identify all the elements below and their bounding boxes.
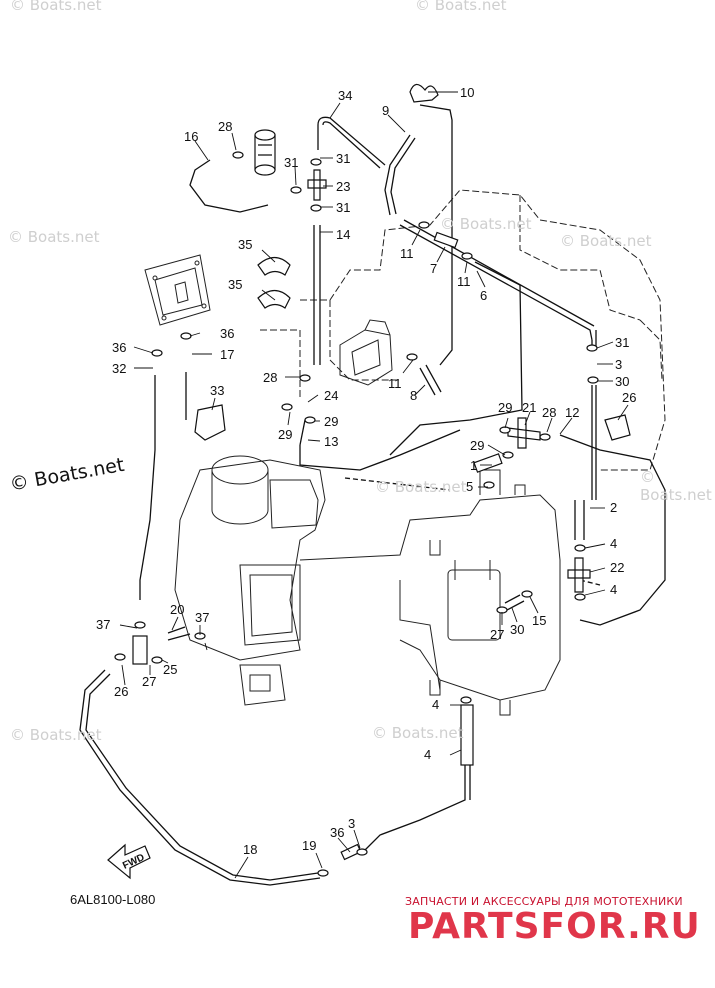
- callout-31: 31: [336, 151, 350, 166]
- callout-4: 15: [532, 613, 546, 628]
- watermark: © Boats.net: [440, 215, 532, 233]
- clip-part: [409, 83, 439, 103]
- fitting-part: [132, 635, 148, 665]
- callout-3: 3: [615, 357, 622, 372]
- callout-3: 36: [330, 825, 344, 840]
- callout-30: 27: [490, 627, 504, 642]
- callout-4: 4: [610, 536, 617, 551]
- callout-12: 12: [565, 405, 579, 420]
- clamp-part: [257, 256, 291, 276]
- callout-5: 5: [466, 479, 473, 494]
- callout-36: 19: [302, 838, 316, 853]
- callout-27: 25: [163, 662, 177, 677]
- watermark: © Boats.net: [640, 468, 712, 504]
- callout-4: 4: [610, 582, 617, 597]
- watermark: © Boats.net: [560, 232, 652, 250]
- tee-part: [507, 417, 541, 449]
- leader-lines: [119, 91, 629, 879]
- callout-2: 2: [610, 500, 617, 515]
- callout-11: 11: [400, 246, 414, 261]
- callout-28: 28: [542, 405, 556, 420]
- callout-24: 24: [324, 388, 338, 403]
- callout-18: 4: [424, 747, 431, 762]
- watermark: © Boats.net: [372, 724, 464, 742]
- tee-part: [307, 169, 327, 201]
- separator-body: [339, 319, 393, 386]
- callout-29: 29: [470, 438, 484, 453]
- callout-9: 9: [382, 103, 389, 118]
- callout-32: 32: [112, 361, 126, 376]
- callout-26: 26: [622, 390, 636, 405]
- callout-15: 30: [510, 622, 524, 637]
- callout-20: 20: [170, 602, 184, 617]
- clamp-rings: [114, 151, 599, 877]
- holder-part: [604, 414, 631, 441]
- watermark: © Boats.net: [8, 228, 100, 246]
- callout-33: 33: [210, 383, 224, 398]
- callout-19: 18: [243, 842, 257, 857]
- watermark: © Boats.net: [375, 478, 467, 496]
- holder-part: [194, 404, 226, 441]
- callouts: 10 34 9 28 16 31 31 23 31 14 11 7 11 6 3…: [96, 85, 636, 857]
- callout-29: 29: [324, 414, 338, 429]
- fwd-arrow: FWD: [107, 843, 151, 880]
- callout-35: 35: [238, 237, 252, 252]
- callout-22: 22: [610, 560, 624, 575]
- callout-16: 16: [184, 129, 198, 144]
- callout-7: 7: [430, 261, 437, 276]
- callout-17: 17: [220, 347, 234, 362]
- joint-part: [433, 231, 459, 249]
- hoses: [79, 104, 666, 886]
- callout-11: 11: [457, 274, 471, 289]
- watermark: © Boats.net: [10, 0, 102, 14]
- brand-logo: PARTSFOR.RU: [408, 906, 701, 947]
- lower-engine: [174, 455, 561, 716]
- callout-31: 31: [615, 335, 629, 350]
- fuel-filter-part: [254, 129, 276, 176]
- callout-36: 36: [220, 326, 234, 341]
- watermark: © Boats.net: [415, 0, 507, 14]
- cover-plate: [144, 254, 211, 326]
- callout-10: 10: [460, 85, 474, 100]
- callout-35: 35: [228, 277, 242, 292]
- parts: [114, 83, 631, 877]
- callout-28: 28: [218, 119, 232, 134]
- callout-23: 23: [336, 179, 350, 194]
- callout-4: 3: [348, 816, 355, 831]
- callout-36: 36: [112, 340, 126, 355]
- callout-28: 28: [263, 370, 277, 385]
- callout-37: 37: [96, 617, 110, 632]
- callout-4: 4: [432, 697, 439, 712]
- callout-1: 1: [470, 458, 477, 473]
- callout-29: 29: [498, 400, 512, 415]
- callout-29: 29: [278, 427, 292, 442]
- filter-part: [473, 453, 503, 473]
- callout-14: 14: [336, 227, 350, 242]
- fitting-part: [340, 843, 362, 861]
- brand-tagline: ЗАПЧАСТИ И АКСЕССУАРЫ ДЛЯ МОТОТЕХНИКИ: [405, 895, 683, 908]
- callout-37: 37: [195, 610, 209, 625]
- callout-11: 11: [388, 376, 402, 391]
- callout-27: 26: [114, 684, 128, 699]
- pump-part: [460, 704, 474, 766]
- callout-8: 8: [410, 388, 417, 403]
- callout-30: 30: [615, 374, 629, 389]
- callout-34: 34: [338, 88, 352, 103]
- watermark: © Boats.net: [10, 726, 102, 744]
- callout-31: 31: [336, 200, 350, 215]
- tee-part: [567, 557, 591, 593]
- callout-21: 21: [522, 400, 536, 415]
- diagram-code: 6AL8100-L080: [70, 892, 156, 907]
- callout-6: 6: [480, 288, 487, 303]
- callout-13: 13: [324, 434, 338, 449]
- callout-25: 27: [142, 674, 156, 689]
- callout-31: 31: [284, 155, 298, 170]
